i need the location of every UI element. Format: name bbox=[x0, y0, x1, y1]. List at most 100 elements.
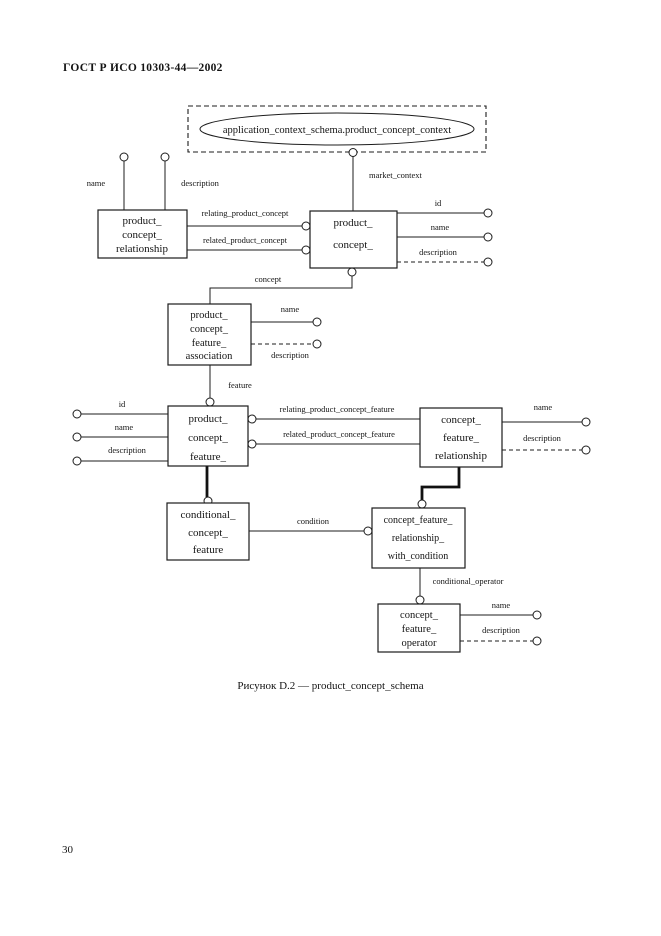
cfo-attributes-right: name description bbox=[460, 600, 542, 646]
entity-product-concept: product_ concept_ bbox=[309, 210, 398, 269]
figure-caption: Рисунок D.2 — product_concept_schema bbox=[237, 680, 424, 692]
entity-text-line: association bbox=[186, 351, 233, 362]
entity-text-line: with_condition bbox=[388, 551, 449, 562]
pcfa-description-label: description bbox=[271, 350, 310, 360]
pc-name-terminal bbox=[483, 232, 493, 242]
pc-name-label: name bbox=[431, 222, 450, 232]
concept-terminal bbox=[347, 267, 357, 277]
document-header: ГОСТ Р ИСО 10303-44—2002 bbox=[63, 62, 223, 74]
entity-box bbox=[167, 303, 252, 366]
relating-product-concept-terminal bbox=[301, 221, 311, 231]
entity-text-line: concept_ bbox=[188, 432, 228, 444]
entity-text-line: operator bbox=[402, 638, 437, 649]
attr-conditional-operator: conditional_operator bbox=[415, 568, 504, 605]
pcf-description-label: description bbox=[108, 445, 147, 455]
concept-line bbox=[209, 276, 353, 304]
entity-text-line: relationship bbox=[435, 450, 487, 462]
cfr-to-withcondition-thick-line bbox=[420, 467, 461, 500]
withcondition-top-terminal bbox=[417, 499, 427, 509]
entity-box bbox=[166, 502, 250, 561]
pc-id-terminal bbox=[483, 208, 493, 218]
schema-terminal-circle bbox=[348, 148, 358, 157]
pcfa-description-terminal bbox=[312, 339, 322, 349]
pcf-attributes-left: id name description bbox=[72, 399, 168, 466]
conditional-operator-terminal bbox=[415, 595, 425, 605]
pcr-name-terminal bbox=[119, 152, 129, 162]
entity-text-line: feature bbox=[193, 544, 224, 556]
pc-attributes-right: id name description bbox=[397, 198, 493, 267]
entity-text-line: feature_ bbox=[443, 432, 480, 444]
condition-terminal bbox=[363, 526, 373, 536]
attr-condition: condition bbox=[249, 516, 373, 536]
schema-dashed-frame bbox=[187, 105, 487, 153]
entity-box bbox=[419, 407, 503, 468]
pcr-description-label: description bbox=[181, 178, 220, 188]
entity-conditional-concept-feature: conditional_ concept_ feature bbox=[166, 502, 250, 561]
feature-label: feature bbox=[228, 380, 252, 390]
entity-text-line: concept_ bbox=[122, 229, 162, 241]
entity-text-line: concept_ bbox=[190, 324, 229, 335]
schema-oval bbox=[199, 112, 475, 146]
cfr-attributes-right: name description bbox=[502, 402, 591, 455]
pcf-to-cfr-relations: relating_product_concept_feature related… bbox=[247, 404, 420, 449]
conditional-operator-label: conditional_operator bbox=[433, 576, 504, 586]
entity-concept-feature-relationship-with-condition: concept_feature_ relationship_ with_cond… bbox=[371, 507, 466, 569]
pcr-description-terminal bbox=[160, 152, 170, 162]
entity-box bbox=[377, 603, 461, 653]
attr-feature: feature bbox=[205, 365, 252, 407]
entity-box bbox=[371, 507, 466, 569]
pcfa-name-label: name bbox=[281, 304, 300, 314]
entity-text-line: feature_ bbox=[402, 624, 437, 635]
entity-text-line: feature_ bbox=[192, 338, 227, 349]
entity-text-line: conditional_ bbox=[181, 509, 236, 521]
entity-text-line: concept_ bbox=[400, 610, 439, 621]
entity-text-line: product_ bbox=[333, 217, 373, 229]
cfo-description-label: description bbox=[482, 625, 521, 635]
cfr-description-label: description bbox=[523, 433, 562, 443]
subtype-links bbox=[203, 466, 461, 509]
attr-concept: concept bbox=[209, 267, 357, 304]
concept-label: concept bbox=[255, 274, 282, 284]
referenced-schema-node: application_context_schema.product_conce… bbox=[187, 105, 487, 157]
cfr-description-terminal bbox=[581, 445, 591, 455]
entity-text-line: relationship_ bbox=[392, 533, 445, 544]
pcfa-attributes-right: name description bbox=[251, 304, 322, 360]
entity-box bbox=[97, 209, 188, 259]
entity-text-line: concept_feature_ bbox=[384, 515, 454, 526]
entity-text-line: product_ bbox=[190, 310, 228, 321]
cfr-name-terminal bbox=[581, 417, 591, 427]
feature-terminal bbox=[205, 397, 215, 407]
related-pcf-label: related_product_concept_feature bbox=[283, 429, 395, 439]
pc-description-label: description bbox=[419, 247, 458, 257]
entity-product-concept-relationship: product_ concept_ relationship bbox=[97, 209, 188, 259]
entity-text-line: feature_ bbox=[190, 451, 227, 463]
page-number: 30 bbox=[62, 844, 73, 856]
entity-concept-feature-relationship: concept_ feature_ relationship bbox=[419, 407, 503, 468]
cfo-name-label: name bbox=[492, 600, 511, 610]
pcf-id-label: id bbox=[119, 399, 126, 409]
entity-text-line: concept_ bbox=[188, 527, 228, 539]
schema-ref-label: application_context_schema.product_conce… bbox=[223, 125, 451, 136]
entity-box bbox=[309, 210, 398, 269]
relating-pcf-label: relating_product_concept_feature bbox=[280, 404, 395, 414]
condition-label: condition bbox=[297, 516, 330, 526]
entity-product-concept-feature-association: product_ concept_ feature_ association bbox=[167, 303, 252, 366]
pcf-name-label: name bbox=[115, 422, 134, 432]
pcr-name-label: name bbox=[87, 178, 106, 188]
entity-text-line: concept_ bbox=[441, 414, 481, 426]
related-product-concept-label: related_product_concept bbox=[203, 235, 288, 245]
entity-box bbox=[167, 405, 249, 467]
pc-id-label: id bbox=[435, 198, 442, 208]
entity-concept-feature-operator: concept_ feature_ operator bbox=[377, 603, 461, 653]
cfr-name-label: name bbox=[534, 402, 553, 412]
market-context-label: market_context bbox=[369, 170, 423, 180]
related-pcf-terminal bbox=[247, 439, 257, 449]
entity-text-line: product_ bbox=[122, 215, 162, 227]
cfo-name-terminal bbox=[532, 610, 542, 620]
entity-text-line: product_ bbox=[188, 413, 228, 425]
entity-product-concept-feature: product_ concept_ feature_ bbox=[167, 405, 249, 467]
pc-description-terminal bbox=[483, 257, 493, 267]
pcf-description-terminal bbox=[72, 456, 82, 466]
pcr-attributes-top: name description bbox=[87, 152, 220, 210]
